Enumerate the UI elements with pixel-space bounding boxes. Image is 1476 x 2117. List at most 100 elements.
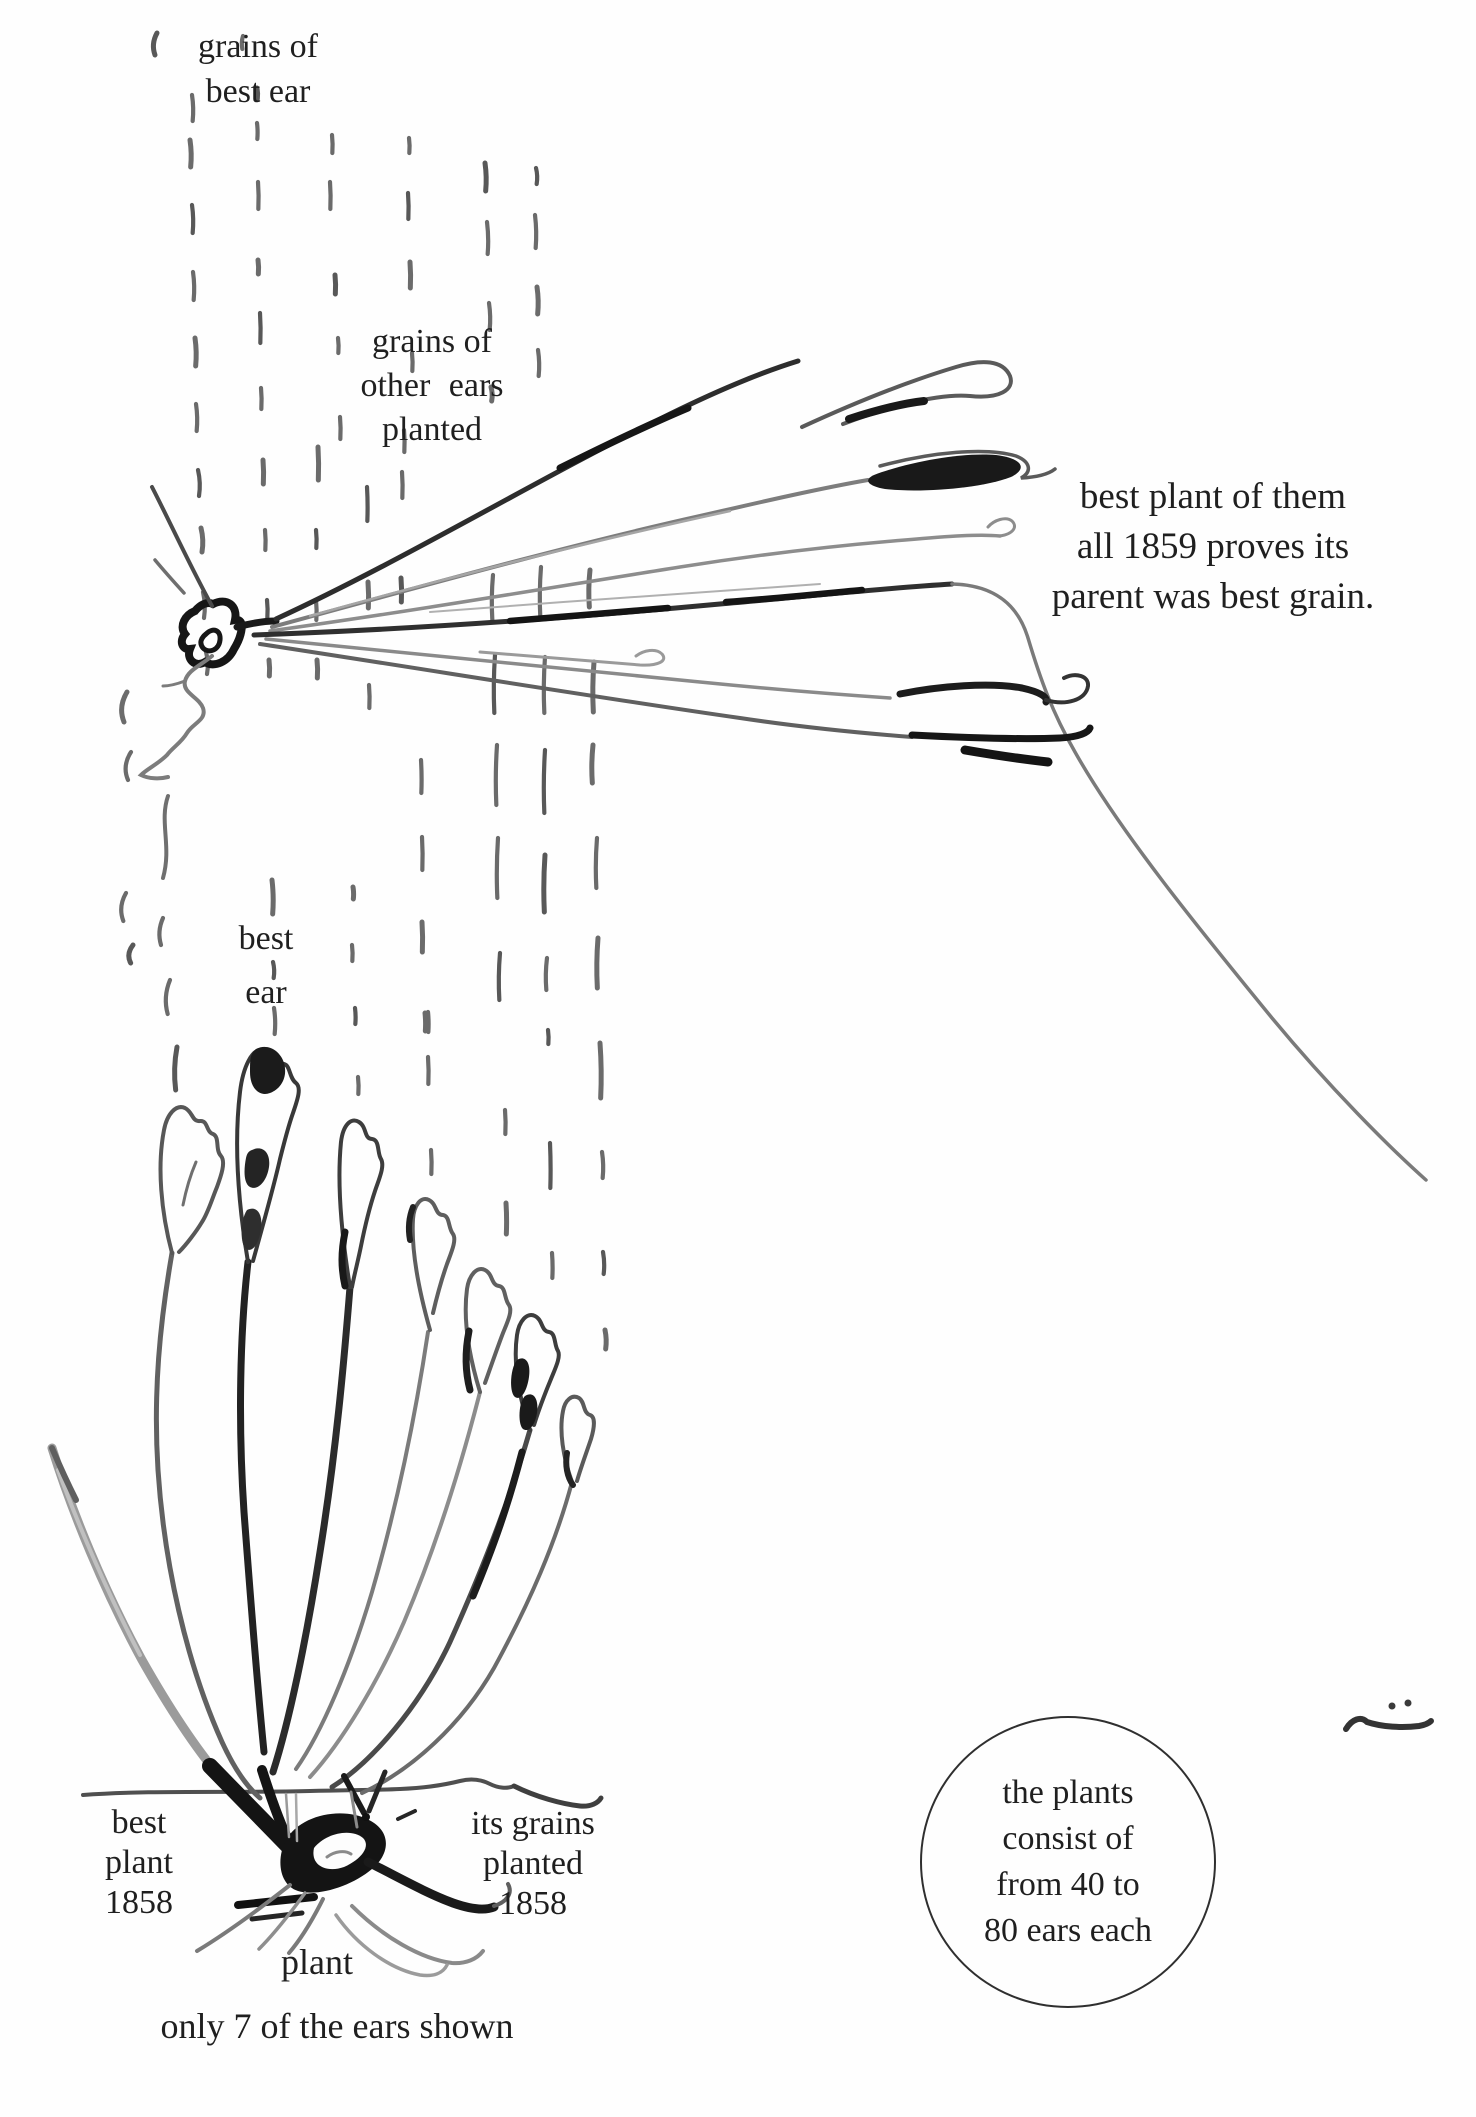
grain-dash [327, 179, 333, 212]
grain-dash [541, 852, 548, 915]
grain-dash [189, 92, 196, 124]
stem-sixth [258, 642, 914, 739]
grain-dash [332, 272, 339, 297]
grain-dash [406, 135, 412, 156]
root-spike-2 [249, 1910, 305, 1922]
label-grains-of-other-ears: grains of other ears planted [360, 320, 503, 452]
root-grain-arc [325, 1850, 353, 1859]
ear-top-inner [845, 397, 928, 423]
left-blade-texture [56, 1468, 142, 1657]
grain-dash [239, 33, 246, 52]
grain-dash [418, 757, 424, 796]
grain-dash [532, 212, 539, 251]
subsoil-line-2 [294, 1792, 299, 1843]
grain-dash [425, 1054, 431, 1087]
stem-main-thin [429, 583, 821, 613]
stalk-descending [950, 582, 1428, 1182]
label-line: planted [482, 1845, 584, 1882]
falling-grain-dashes [119, 30, 609, 1352]
grain-dash [541, 747, 548, 816]
seed-inner [198, 627, 223, 654]
circle-line: 80 ears each [983, 1912, 1152, 1949]
label-only-7-ears-note: only 7 of the ears shown [161, 2004, 514, 2048]
root-neck [257, 1765, 295, 1849]
stem-fifth-hook [478, 648, 666, 667]
label-line: 1858 [105, 1884, 173, 1921]
stem-main-dark1 [506, 604, 672, 625]
stem-upper-dark [556, 404, 692, 472]
crown-tuft-2 [366, 1769, 388, 1814]
seed-connector [233, 617, 280, 631]
root-arm-right [363, 1857, 499, 1914]
label-its-grains-planted: its grains planted 1858 [471, 1804, 595, 1924]
grain-dash [599, 1149, 606, 1181]
stalk-3 [269, 1283, 354, 1776]
plant-1859-sketch [137, 358, 1428, 1182]
grain-dash [264, 597, 270, 621]
grain-dash [422, 1010, 429, 1034]
grain-dash [407, 259, 414, 291]
ear-1-inner [181, 1160, 198, 1207]
grain-dash [419, 919, 426, 955]
ear-6-fill-a [511, 1358, 530, 1398]
label-line: plant [281, 1942, 353, 1982]
plant-1858-sketch [47, 1046, 604, 1978]
grain-dash [313, 527, 319, 551]
grain-dash [163, 977, 173, 1017]
grain-dash [482, 160, 489, 194]
grain-dash [597, 1040, 604, 1101]
circle-annotation: the plants consist of from 40 to 80 ears… [920, 1716, 1216, 2008]
seed-ring [177, 597, 246, 669]
grain-dash [254, 120, 260, 142]
stalk-1 [153, 1250, 263, 1801]
rootlet-3 [287, 1897, 325, 1955]
grain-dash [315, 444, 322, 483]
label-best-ear: best ear [239, 912, 294, 1020]
label-line: grains of [372, 323, 492, 360]
grain-dash-long [161, 794, 170, 880]
grain-dash [352, 1005, 358, 1027]
grain-dash [502, 1107, 508, 1137]
rootlet-1 [195, 1883, 292, 1953]
stem-second-thin [308, 509, 732, 618]
grain-dash [335, 335, 341, 356]
crown-tick [396, 1809, 417, 1821]
grain-dash [543, 955, 550, 993]
label-line: grains of [198, 28, 318, 65]
stem-third [268, 533, 1002, 633]
ear-2-fill-mid [244, 1148, 270, 1188]
seed-shoot-left2 [153, 558, 186, 595]
stray-dot-1 [1388, 1702, 1396, 1710]
grain-dash [405, 190, 411, 222]
grain-dash [590, 659, 597, 715]
grain-dash [269, 877, 276, 917]
stem-main-dark2 [722, 586, 866, 606]
grain-dash [366, 682, 372, 711]
ear-6-outline [513, 1313, 561, 1432]
ear-5-dark [462, 1327, 474, 1394]
ear-6-fill-b [519, 1394, 538, 1431]
crown-dot [362, 1813, 370, 1821]
grain-dash [496, 950, 503, 1003]
grain-dash [549, 1250, 555, 1281]
ground-line-right [511, 1783, 604, 1809]
grain-dash [541, 654, 548, 716]
grain-dash [329, 132, 335, 156]
ear-2-outline [235, 1047, 301, 1264]
ear-top-outline [800, 360, 1013, 429]
stem-fifth [264, 637, 892, 700]
grain-dash [491, 652, 498, 716]
grain-dash [533, 165, 540, 187]
ear-3-outline [337, 1118, 385, 1289]
stray-stroke [1343, 1715, 1434, 1732]
grain-dash [187, 137, 194, 170]
ear-4-dark [406, 1204, 416, 1243]
grain-dash [537, 564, 544, 621]
grain-dash [425, 1009, 431, 1035]
ear-7-dark [563, 1450, 576, 1488]
grain-dash [314, 657, 321, 681]
ear-second-outline [878, 449, 1057, 480]
grain-dash [350, 884, 357, 902]
label-line: best [238, 920, 294, 957]
